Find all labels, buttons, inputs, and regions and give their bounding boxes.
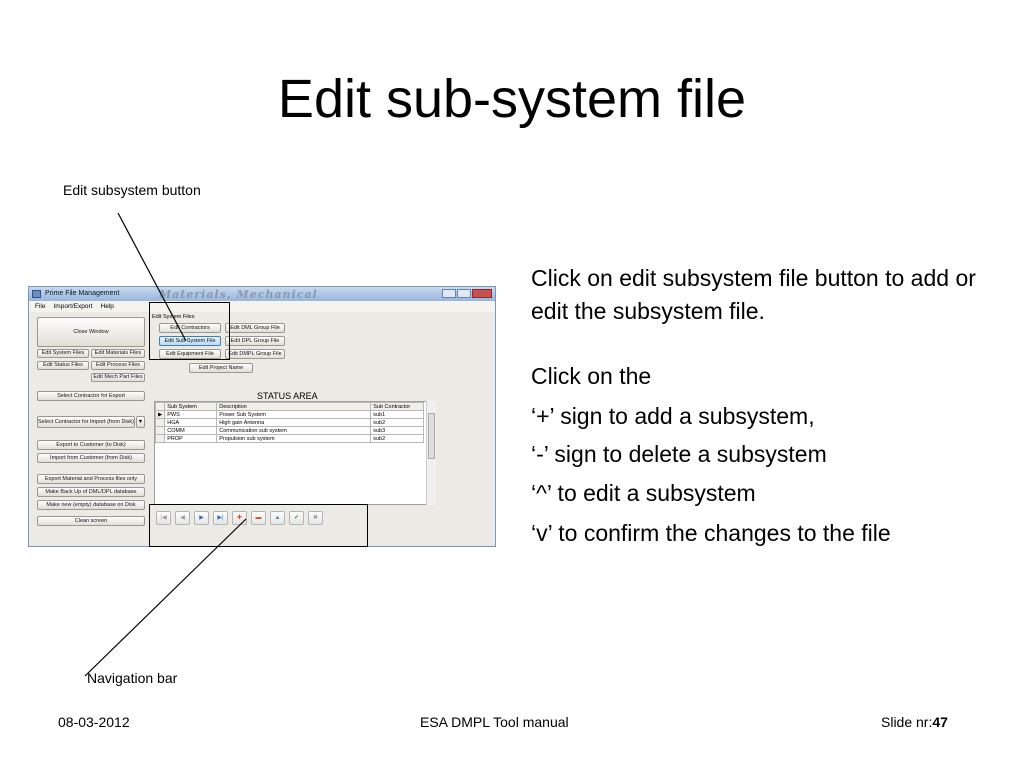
edit-mech-part-files-button[interactable]: Edit Mech Part Files (91, 373, 145, 382)
subsystem-grid: Sub System Description Sub Contractor ▶ … (154, 401, 436, 505)
menu-help[interactable]: Help (100, 303, 114, 310)
select-contractor-export-button[interactable]: Select Contractor for Export (37, 391, 145, 401)
minimize-icon[interactable] (442, 289, 456, 298)
cell-sub-system[interactable]: COMM (164, 426, 218, 435)
nav-cancel-icon[interactable]: ✖ (308, 511, 323, 525)
window-controls (442, 289, 492, 298)
app-window-icon (32, 290, 41, 298)
close-icon[interactable] (472, 289, 492, 298)
edit-materials-files-button[interactable]: Edit Materials Files (91, 349, 145, 358)
edit-project-name-button[interactable]: Edit Project Name (189, 363, 253, 373)
navigation-bar: |◀ ◀ ▶ ▶| ✚ ▬ ▲ ✔ ✖ (154, 510, 344, 526)
menubar: File Import/Export Help (29, 301, 495, 312)
body-line-3: ‘-’ sign to delete a subsystem (531, 441, 827, 467)
import-from-customer-button[interactable]: Import from Customer (from Disk) (37, 453, 145, 463)
clean-screen-button[interactable]: Clean screen (37, 516, 145, 526)
chevron-down-icon[interactable]: ▼ (136, 416, 145, 428)
edit-status-files-button[interactable]: Edit Status Files (37, 361, 89, 370)
cell-description[interactable]: Power Sub System (216, 410, 372, 419)
nav-edit-icon[interactable]: ▲ (270, 511, 285, 525)
export-to-customer-button[interactable]: Export to Customer (to Disk) (37, 440, 145, 450)
row-indicator (154, 418, 166, 427)
grid-header-sub-system[interactable]: Sub System (164, 402, 218, 411)
highlight-frame-subsystem-button (149, 302, 230, 360)
make-backup-button[interactable]: Make Back Up of DML/DPL database (37, 487, 145, 497)
table-row[interactable]: COMM Communication sub system sub3 (154, 426, 425, 435)
select-contractor-import-button[interactable]: Select Contractor for Import (from Disk) (37, 416, 135, 428)
footer-slide-number: Slide nr:47 (881, 714, 948, 730)
maximize-icon[interactable] (457, 289, 471, 298)
cell-sub-system[interactable]: PWS (164, 410, 218, 419)
body-line-4: ‘^’ to edit a subsystem (531, 480, 756, 506)
close-window-button[interactable]: Close Window (37, 317, 145, 347)
app-screenshot: Prime File Management Materials, Mechani… (28, 286, 496, 547)
edit-process-files-button[interactable]: Edit Process Files (91, 361, 145, 370)
edit-dpl-group-button[interactable]: Edit DPL Group File (225, 336, 285, 346)
status-area-title: STATUS AREA (257, 391, 318, 401)
grid-corner (154, 402, 166, 411)
callout-navigation-bar: Navigation bar (87, 670, 178, 686)
nav-delete-icon[interactable]: ▬ (251, 511, 266, 525)
menu-file[interactable]: File (35, 303, 46, 310)
body-line-5: ‘v’ to confirm the changes to the file (531, 520, 891, 546)
cell-description[interactable]: Propulsion sub system (216, 434, 372, 443)
grid-header-description[interactable]: Description (216, 402, 372, 411)
menu-import-export[interactable]: Import/Export (53, 303, 93, 310)
grid-header-sub-contractor[interactable]: Sub Contractor (370, 402, 425, 411)
slide-number-label: Slide nr: (881, 714, 933, 730)
table-row[interactable]: ▶ PWS Power Sub System sub1 (154, 410, 425, 419)
highlight-frame-navigation-bar (149, 504, 368, 547)
app-titlebar: Prime File Management Materials, Mechani… (29, 287, 495, 301)
row-indicator (154, 434, 166, 443)
edit-system-files-button[interactable]: Edit System Files (37, 349, 89, 358)
edit-dmpl-group-button[interactable]: Edit DMPL Group File (225, 349, 285, 359)
edit-equipment-button[interactable]: Edit Equipment File (159, 349, 221, 359)
cell-sub-contractor[interactable]: sub2 (370, 418, 425, 427)
cell-sub-system[interactable]: PROP (164, 434, 218, 443)
cell-sub-contractor[interactable]: sub3 (370, 426, 425, 435)
body-line-2: ‘+’ sign to add a subsystem, (531, 403, 815, 429)
row-indicator (154, 426, 166, 435)
cell-description[interactable]: High gain Antenna (216, 418, 372, 427)
body-paragraph-1: Click on edit subsystem file button to a… (531, 265, 976, 324)
edit-dml-group-button[interactable]: Edit DML Group File (225, 323, 285, 333)
callout-edit-subsystem-button: Edit subsystem button (63, 182, 201, 198)
slide-body-text: Click on edit subsystem file button to a… (531, 262, 981, 548)
cell-description[interactable]: Communication sub system (216, 426, 372, 435)
grid-scrollbar-thumb[interactable] (428, 413, 435, 459)
cell-sub-contractor[interactable]: sub1 (370, 410, 425, 419)
table-row[interactable]: HGA High gain Antenna sub2 (154, 418, 425, 427)
nav-post-icon[interactable]: ✔ (289, 511, 304, 525)
row-indicator-icon: ▶ (154, 410, 166, 419)
app-logo-text: Materials, Mechanical (159, 288, 318, 301)
cell-sub-system[interactable]: HGA (164, 418, 218, 427)
footer-title: ESA DMPL Tool manual (420, 714, 569, 730)
grid-scrollbar[interactable] (426, 401, 436, 505)
footer-date: 08-03-2012 (58, 714, 130, 730)
slide-title: Edit sub-system file (277, 69, 747, 129)
app-window-title: Prime File Management (45, 290, 120, 297)
slide-number-value: 47 (932, 714, 948, 730)
make-new-database-button[interactable]: Make new (empty) database on Disk (37, 500, 145, 510)
export-material-process-button[interactable]: Export Material and Process files only (37, 474, 145, 484)
cell-sub-contractor[interactable]: sub2 (370, 434, 425, 443)
body-line-1: Click on the (531, 363, 652, 389)
table-row[interactable]: PROP Propulsion sub system sub2 (154, 434, 425, 443)
